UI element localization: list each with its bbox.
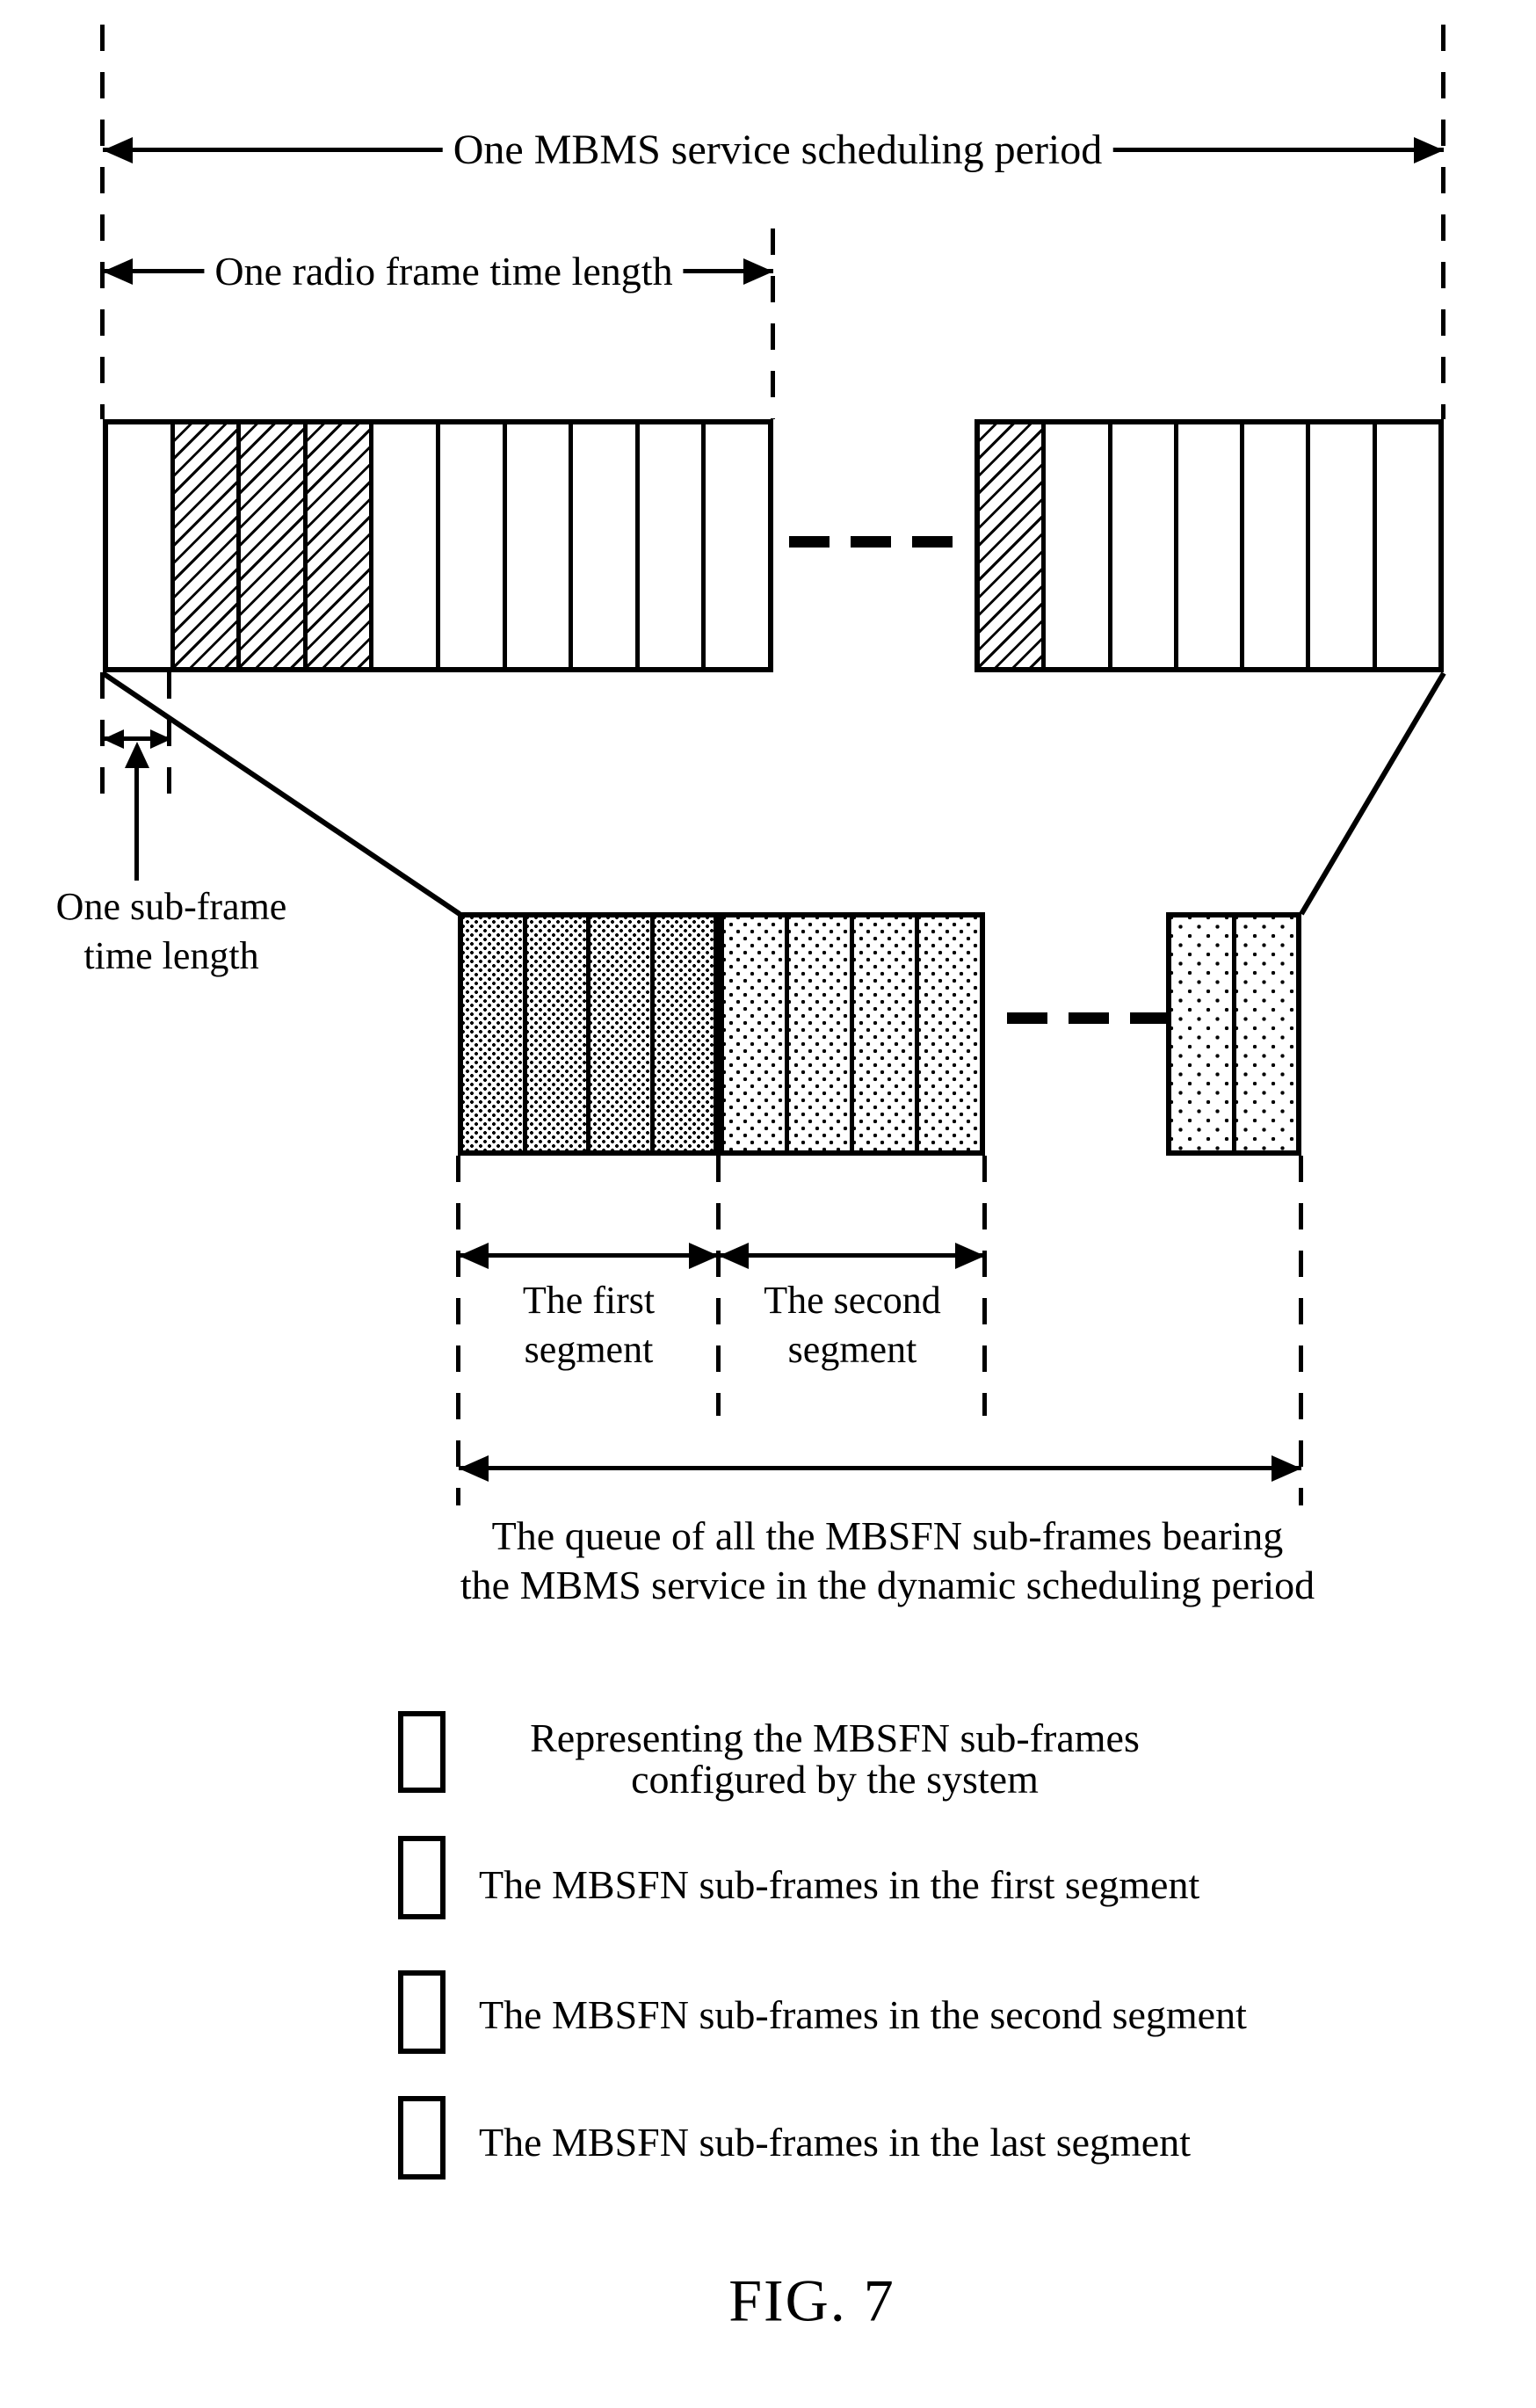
legend-text-last-segment: The MBSFN sub-frames in the last segment bbox=[479, 2120, 1192, 2165]
subframe-cell-medium bbox=[850, 918, 915, 1150]
first-segment-group bbox=[458, 912, 719, 1156]
subframe-cell-plain bbox=[502, 424, 569, 667]
queue-arrow bbox=[459, 1466, 1301, 1470]
subframe-label: One sub-frame time length bbox=[56, 882, 287, 981]
subframe-label-line1: One sub-frame bbox=[55, 885, 287, 928]
legend-text-second-segment: The MBSFN sub-frames in the second segme… bbox=[479, 1992, 1247, 2037]
first-segment-arrow bbox=[459, 1253, 719, 1258]
queue-label-line1: The queue of all the MBSFN sub-frames be… bbox=[491, 1513, 1284, 1558]
second-segment-arrow bbox=[719, 1253, 985, 1258]
subframe-cell-plain bbox=[1372, 424, 1438, 667]
subframe-cell-hatch bbox=[980, 424, 1042, 667]
subframe-cell-plain bbox=[435, 424, 503, 667]
dashed-guide-period-right bbox=[1441, 25, 1445, 419]
first-segment-label: The first segment bbox=[523, 1276, 655, 1374]
dashed-guide-queue-right bbox=[1299, 1156, 1303, 1505]
subframe-cell-hatch bbox=[302, 424, 370, 667]
second-segment-group bbox=[719, 912, 985, 1156]
subframe-cell-medium bbox=[915, 918, 980, 1150]
subframe-pointer-arrow bbox=[134, 766, 139, 881]
subframe-cell-plain bbox=[1240, 424, 1307, 667]
legend-swatch-last-segment bbox=[398, 2096, 446, 2180]
dashed-guide-radio-frame-right bbox=[771, 228, 775, 419]
subframe-cell-sparse bbox=[1171, 918, 1232, 1150]
right-diagonal-connector bbox=[1299, 671, 1446, 916]
subframe-cell-medium bbox=[724, 918, 785, 1150]
subframe-cell-plain bbox=[1107, 424, 1174, 667]
legend-text-configured: Representing the MBSFN sub-frames config… bbox=[530, 1717, 1140, 1800]
subframe-cell-plain bbox=[1041, 424, 1108, 667]
subframe-cell-hatch bbox=[170, 424, 237, 667]
subframe-cell-plain bbox=[569, 424, 635, 667]
first-segment-label-line1: The first bbox=[522, 1279, 656, 1322]
subframe-label-line2: time length bbox=[83, 934, 259, 977]
dashed-guide-period-left bbox=[100, 25, 105, 419]
row2-break-ellipsis bbox=[1007, 1012, 1170, 1024]
row1-break-ellipsis bbox=[789, 536, 953, 548]
figure-caption: FIG. 7 bbox=[728, 2267, 895, 2334]
queue-label: The queue of all the MBSFN sub-frames be… bbox=[460, 1512, 1315, 1610]
subframe-cell-dense bbox=[649, 918, 714, 1150]
first-segment-label-line2: segment bbox=[524, 1328, 654, 1371]
second-segment-label: The second segment bbox=[764, 1276, 941, 1374]
legend-swatch-first-segment bbox=[398, 1836, 446, 1919]
second-segment-label-line1: The second bbox=[764, 1279, 941, 1322]
subframe-cell-plain bbox=[1306, 424, 1373, 667]
subframe-cell-plain bbox=[369, 424, 436, 667]
subframe-cell-dense bbox=[522, 918, 586, 1150]
subframe-width-arrow bbox=[103, 736, 171, 741]
subframe-cell-medium bbox=[785, 918, 850, 1150]
dashed-guide-queue-left bbox=[456, 1156, 460, 1505]
dashed-guide-segment-boundary bbox=[716, 1156, 721, 1416]
subframe-cell-plain bbox=[634, 424, 702, 667]
subframe-cell-plain bbox=[1173, 424, 1241, 667]
queue-label-line2: the MBMS service in the dynamic scheduli… bbox=[460, 1563, 1315, 1607]
legend-text-first-segment: The MBSFN sub-frames in the first segmen… bbox=[479, 1862, 1200, 1907]
subframe-cell-hatch bbox=[236, 424, 303, 667]
left-diagonal-connector bbox=[101, 671, 461, 917]
subframe-cell-plain bbox=[108, 424, 170, 667]
radio-frame-left-group bbox=[103, 419, 773, 672]
dashed-guide-second-segment-right bbox=[982, 1156, 987, 1416]
legend-configured-line1: Representing the MBSFN sub-frames bbox=[530, 1715, 1140, 1760]
radio-frame-label: One radio frame time length bbox=[204, 247, 684, 296]
legend-swatch-second-segment bbox=[398, 1970, 446, 2054]
scheduling-period-label: One MBMS service scheduling period bbox=[442, 126, 1113, 175]
second-segment-label-line2: segment bbox=[787, 1328, 917, 1371]
radio-frame-right-group bbox=[974, 419, 1444, 672]
subframe-cell-sparse bbox=[1231, 918, 1296, 1150]
subframe-cell-dense bbox=[586, 918, 650, 1150]
legend-swatch-configured bbox=[398, 1711, 446, 1793]
subframe-cell-plain bbox=[701, 424, 768, 667]
subframe-cell-dense bbox=[463, 918, 523, 1150]
legend-configured-line2: configured by the system bbox=[631, 1757, 1039, 1802]
last-segment-group bbox=[1166, 912, 1301, 1156]
